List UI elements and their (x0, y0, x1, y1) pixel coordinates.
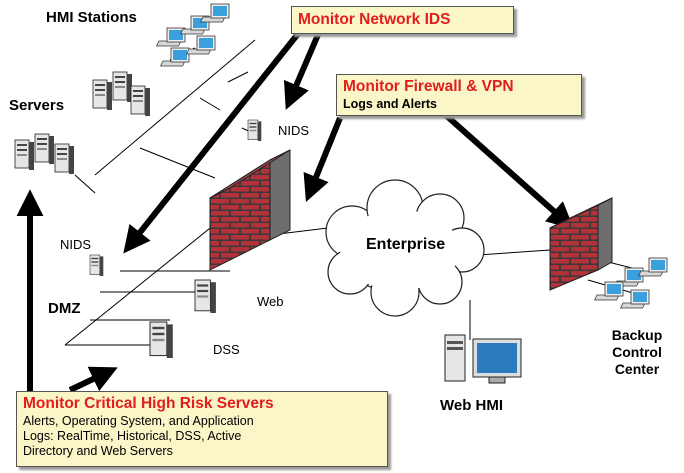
nids-left-label: NIDS (60, 237, 92, 252)
web-label: Web (257, 294, 284, 309)
hmi-stations-label: HMI Stations (46, 9, 137, 26)
callout-monitor-network-ids: Monitor Network IDS (291, 6, 514, 34)
server-tower-icon (194, 279, 217, 314)
server-tower-icon (92, 71, 151, 117)
workstation-icon (156, 3, 230, 67)
cloud-to-backup-firewall (477, 249, 551, 256)
firewall-icon (209, 149, 291, 271)
fw-vpn-to-firewall-arrow (303, 116, 343, 203)
callout-critical-servers-line3: Directory and Web Servers (23, 444, 173, 458)
firewall-internal-link (139, 147, 216, 179)
backup-label-line3: Center (614, 361, 660, 377)
callout-monitor-firewall-vpn: Monitor Firewall & VPN Logs and Alerts (336, 74, 582, 116)
server-tower-icon (247, 119, 262, 142)
servers-label: Servers (9, 97, 65, 114)
callout-network-ids-title: Monitor Network IDS (298, 11, 451, 28)
server-tower-icon (149, 321, 174, 359)
backup-label-line2: Control (612, 344, 662, 360)
enterprise-label: Enterprise (366, 236, 446, 253)
servers-stub (74, 174, 96, 194)
dss-monitor-arrow (68, 366, 118, 393)
dmz-label: DMZ (48, 300, 81, 317)
dss-label: DSS (213, 342, 240, 357)
web-hmi-computer-icon (444, 334, 522, 384)
server-tower-icon (14, 133, 75, 175)
monitoring-arrows (16, 23, 575, 395)
backup-label-line1: Backup (611, 327, 663, 343)
hmi-branch-2 (227, 71, 249, 83)
backup-control-center-label: Backup Control Center (604, 327, 670, 378)
callout-critical-servers-line2: Logs: RealTime, Historical, DSS, Active (23, 429, 242, 443)
hmi-backbone (94, 39, 256, 176)
ids-to-nids-dmz-arrow (123, 23, 308, 254)
callout-firewall-vpn-subtitle: Logs and Alerts (343, 97, 437, 111)
callout-monitor-critical-servers: Monitor Critical High Risk Servers Alert… (16, 391, 388, 467)
callout-critical-servers-line1: Alerts, Operating System, and Applicatio… (23, 414, 254, 428)
cloud-icon (325, 179, 485, 317)
callout-critical-servers-title: Monitor Critical High Risk Servers (23, 395, 274, 412)
callout-firewall-vpn-title: Monitor Firewall & VPN (343, 78, 514, 95)
fw-vpn-to-backup-arrow (438, 107, 575, 230)
ids-to-nids-top-arrow (283, 28, 323, 110)
web-hmi-label: Web HMI (440, 397, 504, 414)
dmz-backbone (64, 207, 236, 346)
nids-top-label: NIDS (278, 123, 310, 138)
firewall-icon (549, 197, 613, 291)
servers-branch (199, 97, 221, 111)
server-tower-icon (89, 254, 104, 277)
